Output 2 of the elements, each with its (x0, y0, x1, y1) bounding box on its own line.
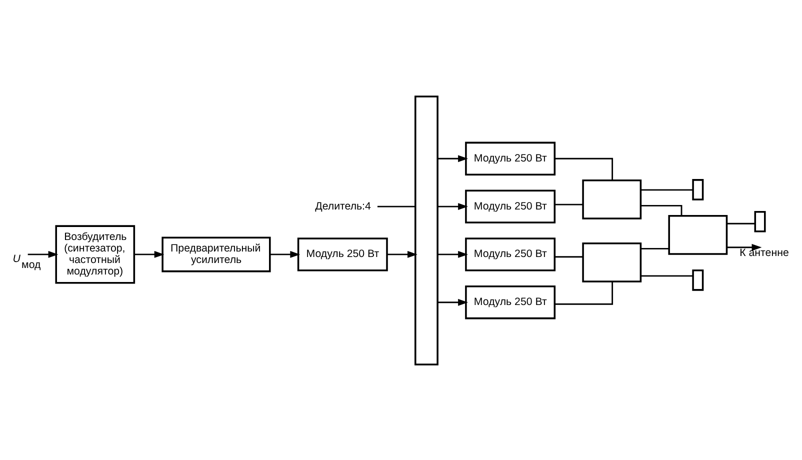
node-text: Делитель:4 (315, 200, 371, 212)
edge-label: К антенне (740, 246, 789, 258)
